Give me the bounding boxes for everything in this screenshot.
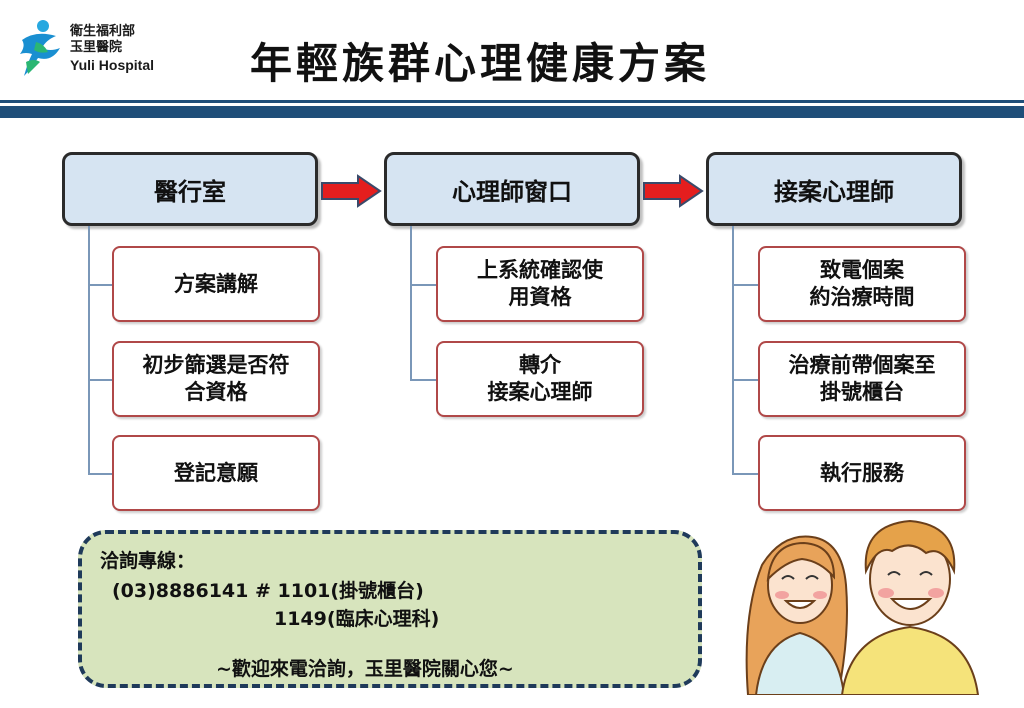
flow-step-label: 方案講解 [174,271,258,296]
connector-horizontal [732,473,758,475]
logo-org-line1: 衛生福利部 [70,24,136,39]
header-divider-thin [0,100,1024,103]
smiling-youths-illustration [745,519,980,695]
connector-vertical [410,226,412,380]
flow-step-label: 致電個案 約治療時間 [809,258,915,309]
flow-step: 上系統確認使 用資格 [436,246,644,322]
flow-head-psychologist-window: 心理師窗口 [384,152,640,226]
connector-horizontal [88,379,112,381]
contact-closing: ~歡迎來電洽詢，玉里醫院關心您~ [216,658,514,680]
flow-step-label: 初步篩選是否符 合資格 [142,353,290,404]
contact-panel: 洽詢專線： (03)8886141 # 1101(掛號櫃台) 1149(臨床心理… [78,530,702,688]
connector-horizontal [732,379,758,381]
flow-head-label: 接案心理師 [774,177,894,206]
logo-org-line3: Yuli Hospital [70,57,155,73]
flow-head-case-psychologist: 接案心理師 [706,152,962,226]
flow-step: 致電個案 約治療時間 [758,246,966,322]
flow-head-label: 心理師窗口 [452,177,572,206]
page-title: 年輕族群心理健康方案 [250,39,711,88]
connector-horizontal [732,284,758,286]
flow-arrow-right-icon [643,174,704,208]
flow-head-clinic: 醫行室 [62,152,318,226]
connector-horizontal [88,473,112,475]
flow-step-label: 上系統確認使 用資格 [477,258,603,309]
flow-step: 登記意願 [112,435,320,511]
logo-org-line2: 玉里醫院 [70,40,123,55]
connector-vertical [732,226,734,474]
contact-phone-line1: (03)8886141 # 1101(掛號櫃台) [112,580,424,602]
hospital-logo: 衛生福利部 玉里醫院 Yuli Hospital [16,18,154,84]
header-divider-thick [0,106,1024,118]
flow-step: 初步篩選是否符 合資格 [112,341,320,417]
flow-step-label: 轉介 接案心理師 [487,353,593,404]
flow-step: 執行服務 [758,435,966,511]
flow-step: 轉介 接案心理師 [436,341,644,417]
flow-step: 治療前帶個案至 掛號櫃台 [758,341,966,417]
hospital-emblem-icon [20,20,60,76]
contact-phone-line2: 1149(臨床心理科) [274,608,440,630]
flow-step: 方案講解 [112,246,320,322]
flow-step-label: 登記意願 [174,460,258,485]
flow-step-label: 治療前帶個案至 掛號櫃台 [788,353,936,404]
connector-horizontal [88,284,112,286]
flow-arrow-right-icon [321,174,382,208]
connector-horizontal [410,379,436,381]
connector-vertical [88,226,90,474]
connector-horizontal [410,284,436,286]
flow-step-label: 執行服務 [820,460,904,485]
flow-head-label: 醫行室 [154,177,226,206]
contact-heading: 洽詢專線： [100,550,196,572]
